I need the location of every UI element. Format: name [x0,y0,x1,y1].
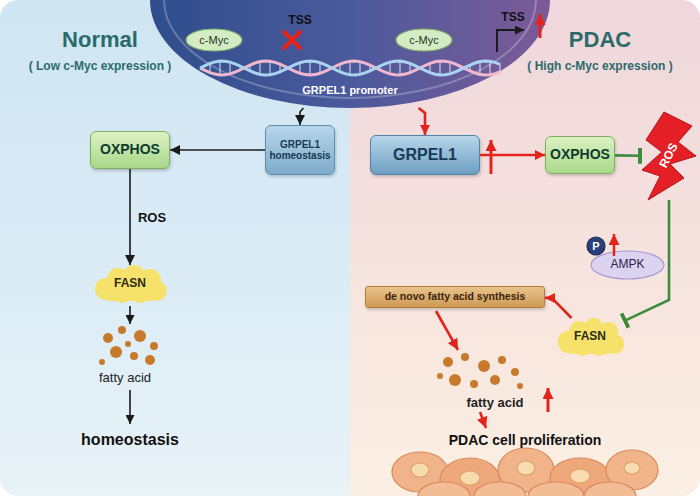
fasn-cloud: FASN [555,318,625,356]
tss-label: TSS [288,13,311,27]
panel-title: Normal [62,28,138,52]
grpel1-box: GRPEL1 [370,135,480,175]
outcome-label: PDAC cell proliferation [449,432,601,448]
grpel1-box: GRPEL1 homeostasis [265,125,335,175]
node-text: c-Myc [199,34,228,46]
oxphos-box: OXPHOS [90,131,170,169]
tss-label: TSS [501,10,524,24]
text-area: FASN [555,318,625,356]
text-area: GRPEL1 [371,136,479,174]
text-area: GRPEL1 promoter [250,84,450,96]
panel-subtitle: ( High c-Myc expression ) [527,60,672,73]
text-area: AMPK [590,250,665,280]
inhibition-line [625,200,669,321]
arrow-line [170,149,265,151]
panel-title: PDAC [569,28,631,52]
synthesis-box: de novo fatty acid synthesis [365,286,545,308]
text-area: de novo fatty acid synthesis [366,287,544,307]
node-text: FASN [574,330,606,343]
nucleus: GRPEL1 promoter c-Myc c-Myc [150,0,550,108]
node-text: P [592,240,599,252]
c-myc-oval: c-Myc [395,28,453,52]
text-area: ROS [640,112,698,200]
text-area: FASN [92,265,168,303]
arrow-line [129,169,131,265]
ampk-oval: AMPK [590,250,665,280]
outcome-label: homeostasis [81,431,179,449]
fasn-cloud: FASN [92,265,168,303]
text-area: OXPHOS [546,137,614,173]
text-area: c-Myc [395,28,453,52]
arrow-line [300,108,303,125]
node-text: ROS [657,141,681,170]
text-area: OXPHOS [91,132,169,168]
node-text: FASN [114,277,146,290]
node-text: GRPEL1 [393,146,457,164]
arrow-line [545,298,572,318]
oxphos-box: OXPHOS [545,136,615,174]
node-text: OXPHOS [100,142,160,157]
text-area: GRPEL1 homeostasis [266,126,334,174]
node-text: c-Myc [409,34,438,46]
node-text: de novo fatty acid synthesis [385,291,526,303]
node-text: GRPEL1 homeostasis [266,139,334,162]
text-area: P [586,236,606,256]
inhibition-line [615,154,640,157]
node-text: AMPK [610,258,644,271]
text-area: c-Myc [185,28,243,52]
node-text: OXPHOS [550,147,610,162]
fatty-acid-label: fatty acid [466,395,523,410]
arrow-line [419,108,425,135]
node-text: GRPEL1 promoter [302,84,397,96]
panel-subtitle: ( Low c-Myc expression ) [29,60,172,73]
ros-burst: ROS [640,112,698,200]
phospho-circle: P [586,236,606,256]
edge-label: ROS [138,210,166,225]
fatty-acid-label: fatty acid [99,370,151,385]
c-myc-oval: c-Myc [185,28,243,52]
arrow-line [480,154,545,157]
